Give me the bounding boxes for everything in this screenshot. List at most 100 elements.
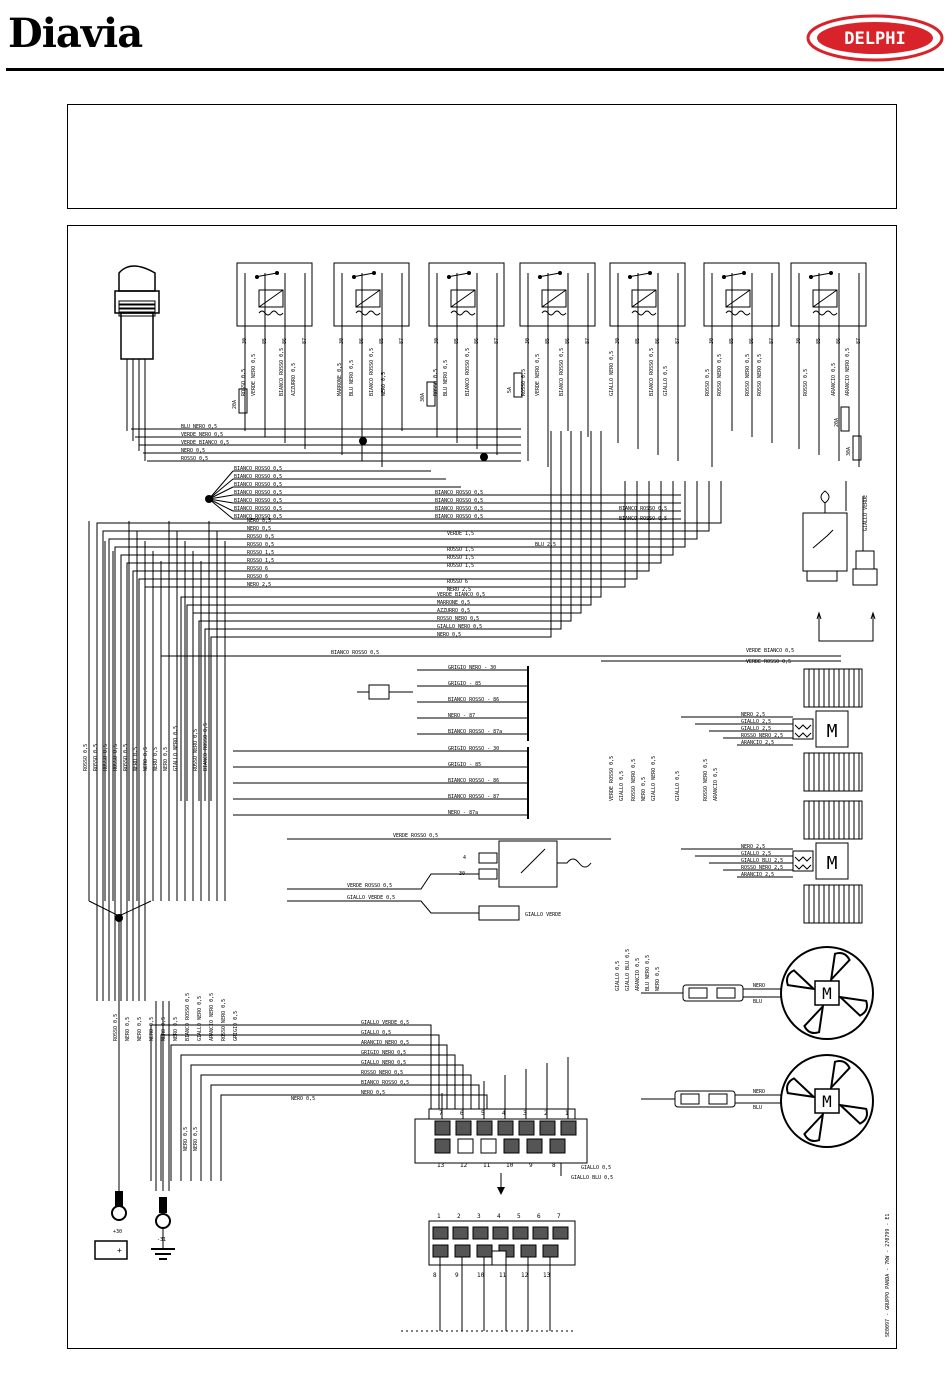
fuse: [426, 381, 436, 407]
fan-blade: [803, 1003, 825, 1034]
wire: [287, 873, 479, 890]
blower-impeller: [803, 884, 863, 924]
radiator-fan-1: M: [780, 946, 874, 1040]
connector-pin-label: 13: [437, 1162, 445, 1169]
right-wire-label: VERDE ROSSO 0,5: [609, 756, 615, 801]
relay-contact-dot: [628, 275, 632, 279]
relay-contact-dot: [829, 271, 833, 275]
power-wire: [114, 481, 686, 1001]
relay-body: [703, 262, 780, 327]
top-left-connector: [114, 265, 160, 461]
fan-motor: [814, 980, 840, 1006]
junction-dot: [480, 453, 488, 461]
bianco-rosso-label: BIANCO ROSSO 0,5: [234, 514, 282, 520]
relay-resistor: [812, 310, 838, 316]
connector-feed-wire: [160, 1034, 440, 1181]
relay-wire-label: ROSSO NERO 0,5: [757, 354, 763, 396]
compressor-pin-label: 4: [463, 855, 466, 861]
relay-wire-label: ROSSO 0,5: [433, 369, 439, 396]
connector-key: [491, 1250, 507, 1266]
relay-3: [428, 262, 505, 327]
power-wire-label: ROSSO 0,5: [247, 542, 274, 548]
mid-relay-b-label: GRIGIO ROSSO - 30: [448, 746, 499, 752]
signal-wire: [186, 431, 592, 801]
signal-wire: [210, 431, 552, 801]
connector-pin-label: 9: [455, 1272, 459, 1279]
drawing-code: SE0097 - GRUPPO PANDA - 7KW - 270799 - E…: [885, 1214, 891, 1337]
lower-bundle-label: ARANCIO NERO 0,5: [209, 993, 215, 1041]
connector-pin: [434, 1120, 451, 1136]
relay-wire-label: ROSSO 0,5: [803, 369, 809, 396]
switch-terminal: [806, 570, 838, 582]
connector-pin: [476, 1244, 493, 1258]
plug-rib: [118, 304, 156, 309]
motor-body: [815, 710, 849, 748]
bianco-rosso-label: BIANCO ROSSO 0,5: [435, 498, 483, 504]
power-wire: [138, 481, 638, 1001]
lower-bundle-label: ROSSO 0,5: [113, 1014, 119, 1041]
connector-feed-label: NERO 0,5: [361, 1090, 385, 1096]
fan-wire-label: BLU: [753, 1105, 762, 1111]
left-bundle-label: ROSSO 0,5: [123, 744, 129, 771]
right-wire-label: ARANCIO 0,5: [635, 958, 641, 991]
bus-wire-label: ROSSO 0,5: [181, 456, 208, 462]
plug-rib: [118, 312, 156, 317]
relay-body: [519, 262, 596, 327]
lower-bundle-label: NERO 0,5: [137, 1017, 143, 1041]
connector-pin-label: 11: [499, 1272, 507, 1279]
relay-contact-dot: [742, 271, 746, 275]
relay-contact-dot: [447, 275, 451, 279]
motor-wire-label: GIALLO BLU 2,5: [741, 858, 783, 864]
lower-bundle-label: NERO 0,5: [193, 1127, 199, 1151]
connector-pin: [512, 1226, 529, 1240]
relay-contact-dot: [255, 275, 259, 279]
relay-wire-label: ARANCIO 0,5: [831, 363, 837, 396]
connector-pin-label: 6: [460, 1110, 464, 1117]
lower-bundle-label: NERO 0,5: [161, 1017, 167, 1041]
wiring-diagram-frame: 3085868730868587308586873085868730858687…: [67, 225, 897, 1349]
fan-blade: [829, 1060, 851, 1091]
motor-resistor: [792, 850, 814, 872]
motor-symbol: M: [827, 721, 838, 742]
battery-lug: [115, 1191, 123, 1207]
relay-wire-label: BIANCO ROSSO 0,5: [279, 348, 285, 396]
lower-bundle-label: GIALLO NERO 0,5: [197, 996, 203, 1041]
signal-wire-label: VERDE ROSSO 0,5: [746, 659, 791, 665]
connector-pin-label: 10: [506, 1162, 514, 1169]
right-wire-label: ROSSO NERO 0,5: [703, 759, 709, 801]
mid-relay-a-label: GRIGIO - 85: [448, 681, 481, 687]
relay-contact-dot: [558, 271, 562, 275]
power-wire-label: NERO 2,5: [247, 582, 271, 588]
connector-pin-label: 3: [477, 1213, 481, 1220]
relay-body: [790, 262, 867, 327]
right-wire-label: ROSSO NERO 0,5: [631, 759, 637, 801]
relay-contact-dot: [648, 271, 652, 275]
connector-pin-label: 5: [481, 1110, 485, 1117]
fuse-label: 20A: [834, 418, 840, 427]
fan-connector-plug: [688, 987, 708, 999]
connector-pin: [539, 1120, 556, 1136]
connector-pin-label: 13: [543, 1272, 551, 1279]
left-bundle-label: BIANCO ROSSO 0,5: [203, 723, 209, 771]
right-wire-label: BLU NERO 0,5: [645, 955, 651, 991]
down-arrow-icon: [497, 1187, 505, 1195]
connector-pin: [542, 1244, 559, 1258]
fan-blade: [837, 995, 868, 1017]
fan-blade: [786, 1077, 817, 1099]
relay-coil: [725, 289, 751, 308]
mid-relay-b-label: GRIGIO - 85: [448, 762, 481, 768]
fan-wire: [208, 498, 234, 520]
junction-dot: [359, 437, 367, 445]
info-box: [67, 104, 897, 209]
relay-coil-diagonal: [812, 289, 838, 308]
connector-pin-label: 2: [544, 1110, 548, 1117]
power-wire-label: ROSSO 1,5: [447, 547, 474, 553]
connector-pin: [526, 1138, 543, 1154]
fan-wire: [208, 470, 234, 500]
blower-impeller: [803, 752, 863, 792]
connector-pin: [549, 1138, 566, 1154]
connector-feed-label: GRIGIO NERO 0,5: [361, 1050, 406, 1056]
plug-rib: [118, 308, 156, 313]
connector-pin-label: 7: [557, 1213, 561, 1220]
motor-symbol: M: [827, 853, 838, 874]
